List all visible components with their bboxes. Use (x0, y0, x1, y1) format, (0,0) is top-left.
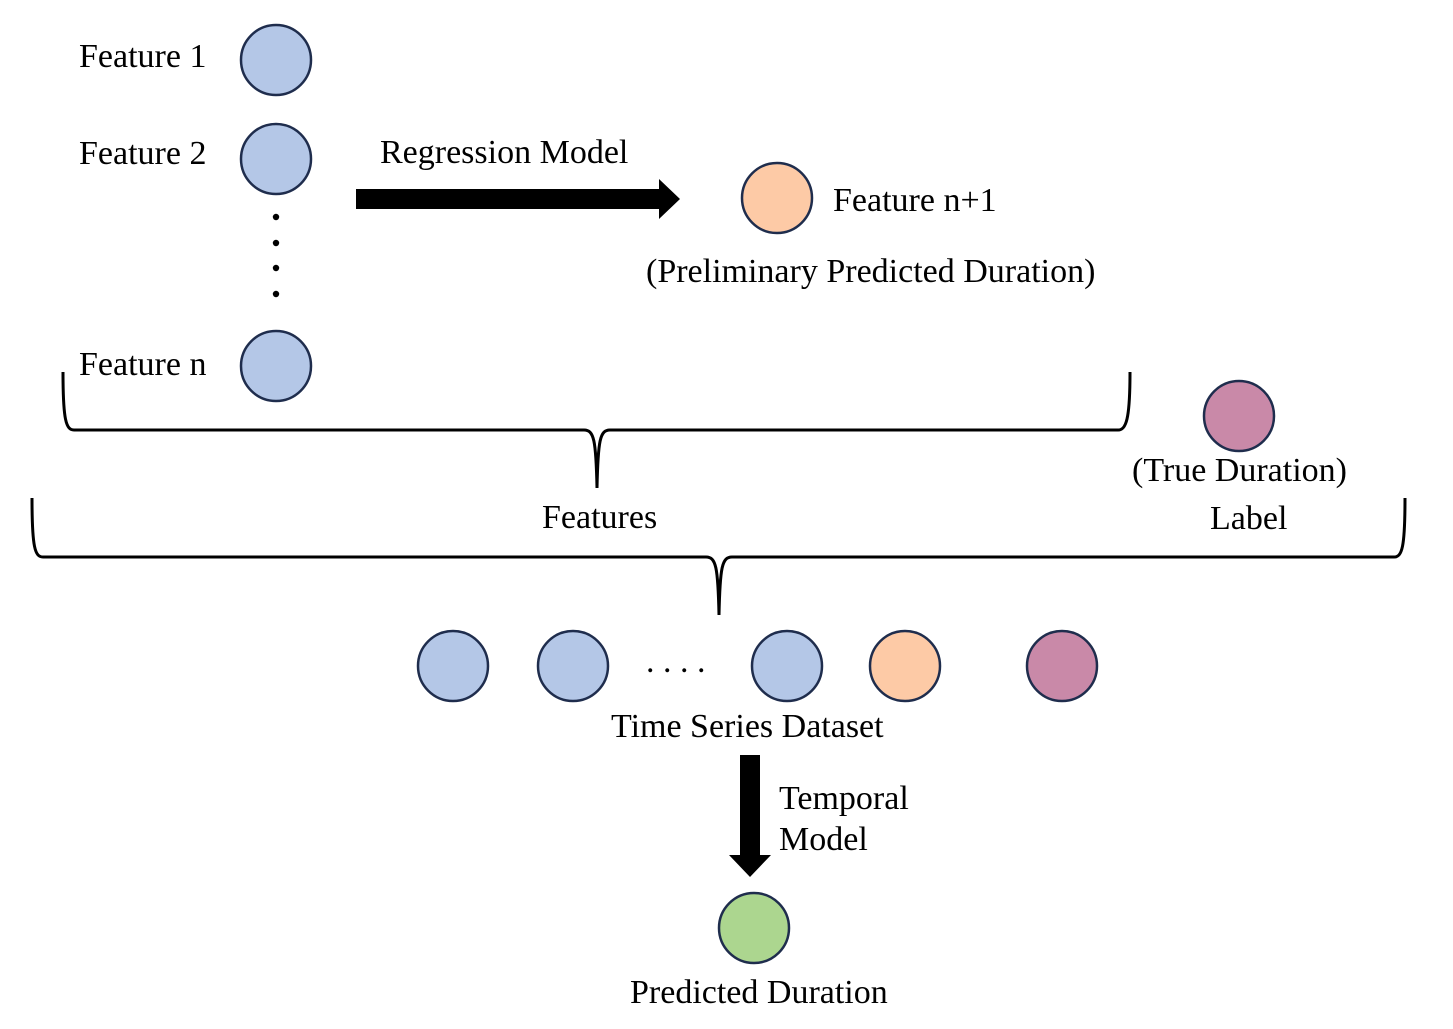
temporal-label-line2: Model (779, 821, 868, 858)
predicted-duration-node (717, 891, 791, 965)
feature-n-node (239, 329, 313, 403)
label-group-label: Label (1210, 500, 1287, 537)
feature-n-label: Feature n (79, 346, 206, 383)
dataset-feature-node-1 (416, 629, 490, 703)
feature-1-node (239, 23, 313, 97)
features-brace (61, 371, 1132, 489)
feature-1-label: Feature 1 (79, 38, 206, 75)
preliminary-caption: (Preliminary Predicted Duration) (646, 253, 1095, 290)
feature-2-node (239, 122, 313, 196)
vertical-ellipsis (272, 213, 280, 298)
dataset-feature-node-2 (536, 629, 610, 703)
features-group-label: Features (542, 499, 657, 536)
ellipsis-dot (272, 264, 280, 272)
dataset-preliminary-node (868, 629, 942, 703)
feature-2-label: Feature 2 (79, 135, 206, 172)
preliminary-node (740, 161, 814, 235)
true-duration-node (1202, 379, 1276, 453)
horizontal-ellipsis: . . . . (646, 643, 706, 680)
temporal-arrow (729, 755, 771, 877)
dataset-feature-node-n (750, 629, 824, 703)
ellipsis-dot (272, 239, 280, 247)
dataset-caption: Time Series Dataset (611, 708, 884, 745)
ellipsis-dot (272, 290, 280, 298)
true-duration-caption: (True Duration) (1132, 452, 1347, 489)
ellipsis-dot (272, 213, 280, 221)
regression-arrow (356, 179, 680, 219)
feature-n-plus-1-label: Feature n+1 (833, 182, 997, 219)
regression-model-label: Regression Model (380, 134, 628, 171)
predicted-duration-caption: Predicted Duration (630, 974, 888, 1011)
temporal-label-line1: Temporal (779, 780, 909, 817)
dataset-label-node (1025, 629, 1099, 703)
dataset-brace (30, 497, 1407, 616)
